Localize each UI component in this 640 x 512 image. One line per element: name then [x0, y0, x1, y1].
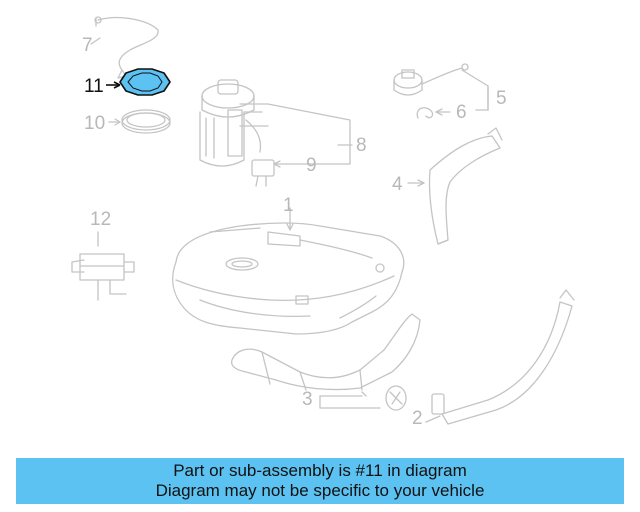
part-2-strap: [425, 289, 575, 425]
banner-line-2: Diagram may not be specific to your vehi…: [155, 481, 485, 500]
part-5-filler-cap: [393, 63, 489, 111]
callout-5: 5: [496, 88, 507, 109]
callout-1: 1: [283, 195, 294, 216]
part-7-wiring-harness: [90, 16, 159, 79]
part-9-level-sender: [251, 159, 301, 187]
parts-diagram: [71, 16, 575, 425]
part-1-fuel-tank: [172, 207, 405, 335]
callout-8: 8: [356, 135, 367, 156]
callout-6: 6: [456, 102, 467, 123]
callout-2: 2: [412, 408, 423, 429]
callout-9: 9: [306, 155, 317, 176]
callout-3: 3: [302, 389, 313, 410]
callout-12: 12: [90, 209, 112, 230]
callout-10: 10: [84, 113, 106, 134]
part-12-valve: [71, 231, 135, 301]
part-8-fuel-pump-module: [199, 79, 269, 167]
info-banner: Part or sub-assembly is #11 in diagram D…: [16, 458, 624, 504]
part-3-heat-shield: [230, 313, 421, 411]
part-11-seal: [106, 68, 171, 96]
banner-line-1: Part or sub-assembly is #11 in diagram: [173, 461, 467, 480]
part-6-clip: [416, 107, 451, 119]
callout-4: 4: [392, 174, 403, 195]
part-4-filler-neck: [407, 127, 503, 245]
part-10-lock-ring: [108, 109, 171, 134]
bracket-8: [267, 103, 351, 165]
callout-7: 7: [82, 35, 93, 56]
callout-11: 11: [84, 76, 104, 97]
